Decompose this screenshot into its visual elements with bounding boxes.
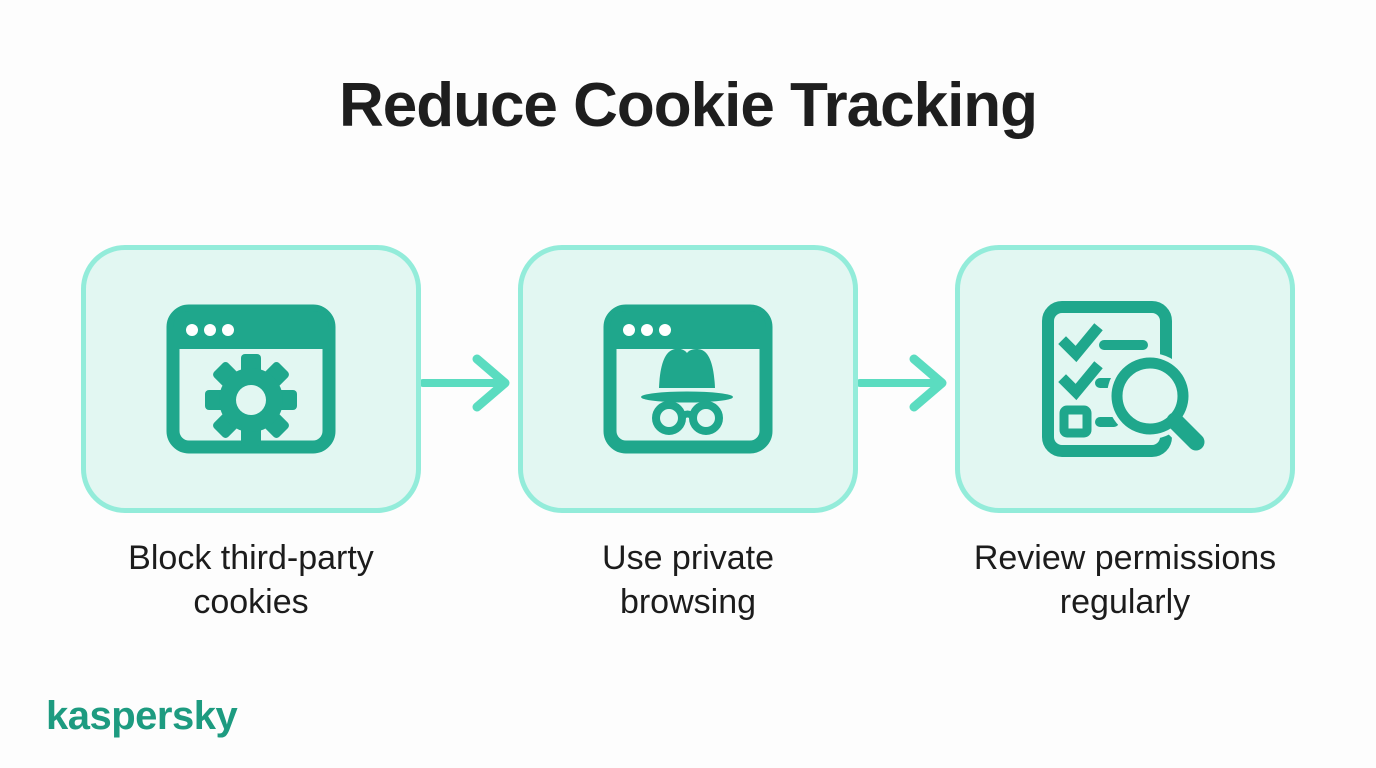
step-card-private-browsing — [518, 245, 858, 513]
incognito-browser-icon — [603, 304, 773, 454]
magnifier-icon — [1111, 357, 1205, 451]
gear-icon — [205, 354, 297, 446]
step-labels-row: Block third-party cookies Use private br… — [0, 536, 1376, 624]
checklist-magnifier-icon — [1042, 301, 1212, 458]
step-card-review-permissions — [955, 245, 1295, 513]
flow-arrow-1 — [421, 339, 518, 427]
incognito-hat-glasses-icon — [641, 348, 733, 435]
step-card-block-cookies — [81, 245, 421, 513]
kaspersky-logo: kaspersky — [46, 694, 238, 738]
flow-arrow-2 — [858, 339, 955, 427]
right-arrow-icon — [421, 354, 510, 412]
step-label-private-browsing: Use private browsing — [602, 539, 774, 621]
step-label-review-permissions: Review permissions regularly — [973, 539, 1277, 621]
page-title: Reduce Cookie Tracking — [338, 71, 1038, 140]
step-label-block-cookies: Block third-party cookies — [128, 539, 374, 621]
steps-row — [0, 245, 1376, 513]
right-arrow-icon — [858, 354, 947, 412]
browser-settings-icon — [166, 304, 336, 454]
